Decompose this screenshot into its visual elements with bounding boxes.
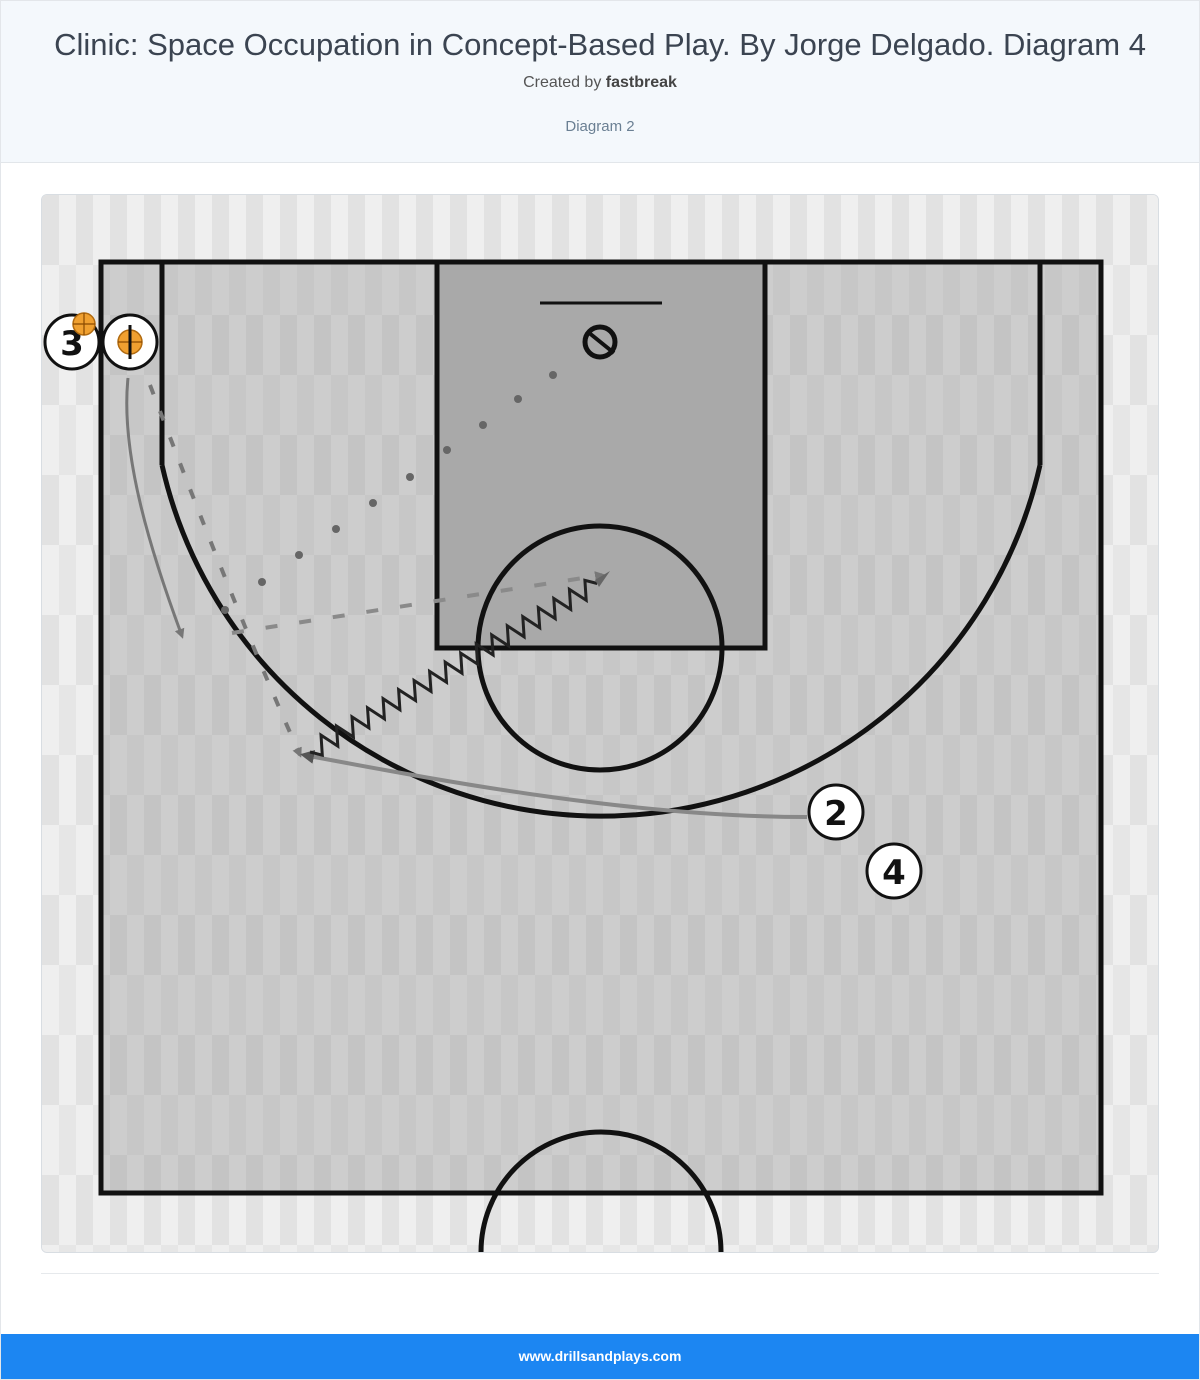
player-4-number: 4 — [882, 853, 906, 893]
dribble-path-3 — [125, 377, 185, 639]
player-2-number: 2 — [824, 794, 848, 834]
page-title: Clinic: Space Occupation in Concept-Base… — [54, 27, 1146, 62]
dribble-zigzag — [309, 578, 598, 758]
paint-area — [437, 262, 765, 648]
three-point-arc — [159, 464, 1043, 819]
player-1-with-ball[interactable] — [101, 313, 159, 371]
basketball-seams — [73, 313, 95, 335]
dotted-skip-path — [221, 371, 557, 614]
player-4[interactable]: 4 — [865, 842, 923, 900]
diagram-label: Diagram 2 — [565, 118, 635, 135]
created-by-label: Created by — [523, 74, 602, 91]
pass-path-corner — [148, 384, 302, 758]
zigzag-arrowhead — [595, 571, 610, 587]
play-diagram: 3 2 4 — [41, 194, 1159, 1253]
pass-path-paint — [231, 571, 605, 635]
page-header: Clinic: Space Occupation in Concept-Base… — [1, 1, 1199, 163]
player-3[interactable]: 3 — [43, 312, 101, 371]
footer-site-link[interactable]: www.drillsandplays.com — [518, 1348, 682, 1364]
site-footer: www.drillsandplays.com — [1, 1334, 1199, 1379]
cut-path-2 — [300, 749, 808, 819]
key-box — [434, 259, 768, 651]
author-byline: Created by fastbreak — [1, 74, 1199, 92]
author-name[interactable]: fastbreak — [605, 74, 677, 91]
basket-rim — [582, 324, 618, 360]
player-2[interactable]: 2 — [807, 783, 865, 841]
court-svg: 3 2 4 — [42, 195, 1158, 1252]
content-divider — [41, 1273, 1159, 1274]
free-throw-circle — [475, 523, 725, 773]
basket-net — [586, 330, 616, 355]
court-lines — [98, 259, 1104, 1252]
center-circle — [478, 1129, 724, 1252]
